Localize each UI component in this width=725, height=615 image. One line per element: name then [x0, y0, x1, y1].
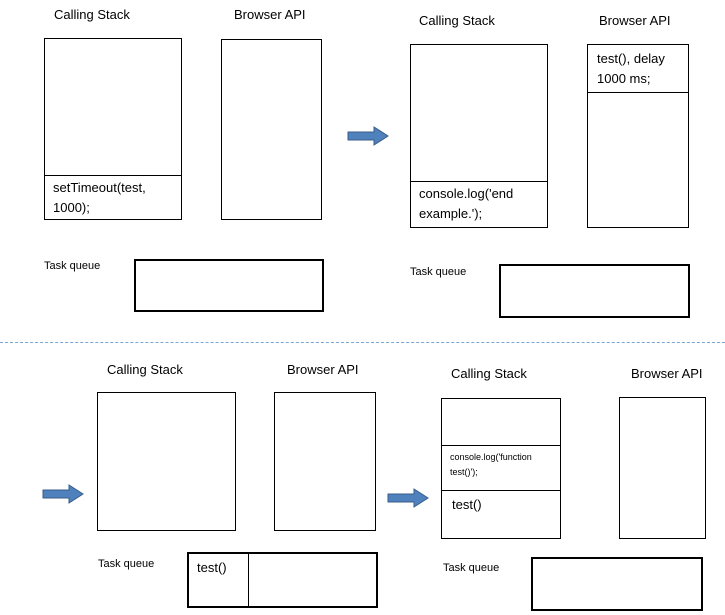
task-queue-item: test() — [197, 560, 227, 575]
stack-frame-console-log: console.log('end example.'); — [410, 181, 548, 228]
browser-api-label: Browser API — [631, 366, 703, 381]
calling-stack-box — [97, 392, 236, 531]
task-queue-divider — [248, 552, 249, 608]
browser-api-box — [221, 39, 322, 220]
browser-api-label: Browser API — [234, 7, 306, 22]
browser-api-label: Browser API — [287, 362, 359, 377]
task-queue-box — [187, 552, 378, 608]
arrow-right-icon — [347, 126, 389, 146]
calling-stack-label: Calling Stack — [54, 7, 130, 22]
arrow-right-icon — [42, 484, 84, 504]
stack-frame-console-log: console.log('function test()'); — [441, 445, 561, 491]
stack-frame-settimeout: setTimeout(test, 1000); — [44, 175, 182, 220]
task-queue-box — [134, 259, 324, 312]
task-queue-label: Task queue — [443, 562, 500, 574]
task-queue-label: Task queue — [98, 558, 155, 570]
stack-frame-test: test() — [441, 490, 561, 539]
section-separator — [0, 342, 725, 343]
calling-stack-label: Calling Stack — [419, 13, 495, 28]
browser-api-box — [274, 392, 376, 531]
browser-api-box — [619, 397, 706, 539]
stack-frame-text: test() — [452, 497, 482, 512]
task-queue-box — [531, 557, 703, 611]
stack-frame-text: console.log('end example.'); — [419, 186, 514, 221]
stack-frame-text: setTimeout(test, 1000); — [53, 180, 146, 215]
task-queue-label: Task queue — [410, 266, 467, 278]
stack-frame-text: console.log('function test()'); — [450, 452, 532, 477]
task-queue-label: Task queue — [44, 260, 101, 272]
task-queue-box — [499, 264, 690, 318]
calling-stack-label: Calling Stack — [451, 366, 527, 381]
arrow-right-icon — [387, 488, 429, 508]
api-item-text: test(), delay 1000 ms; — [597, 51, 665, 86]
browser-api-label: Browser API — [599, 13, 671, 28]
calling-stack-label: Calling Stack — [107, 362, 183, 377]
api-item-timer: test(), delay 1000 ms; — [587, 44, 689, 93]
